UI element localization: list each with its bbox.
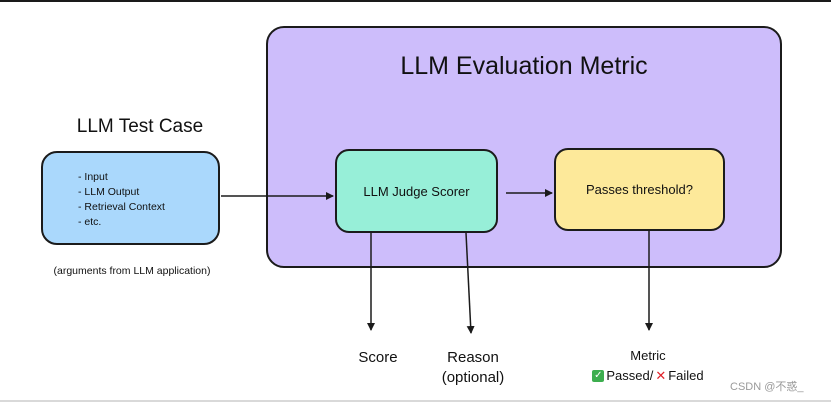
metric-title: LLM Evaluation Metric xyxy=(400,52,648,80)
reason-optional-label: (optional) xyxy=(441,369,505,386)
bottom-border-line xyxy=(0,400,831,402)
failed-label: Failed xyxy=(668,368,704,383)
threshold-box: Passes threshold? xyxy=(554,148,725,231)
judge-label: LLM Judge Scorer xyxy=(363,183,470,199)
threshold-label: Passes threshold? xyxy=(586,182,693,197)
arrow-judge-to-reason xyxy=(465,232,475,334)
test-case-item: - etc. xyxy=(78,216,102,228)
reason-label: Reason xyxy=(447,349,499,366)
check-mark-icon: ✓ xyxy=(592,370,605,382)
test-case-item: - Input xyxy=(78,171,108,183)
pass-fail-line: ✓ Passed / ✕ Failed xyxy=(592,367,704,385)
test-case-caption: (arguments from LLM application) xyxy=(53,265,211,277)
test-case-items: - Input - LLM Output - Retrieval Context… xyxy=(78,170,165,230)
llm-judge-scorer-box: LLM Judge Scorer xyxy=(335,149,498,233)
test-case-item: - Retrieval Context xyxy=(78,201,165,213)
test-case-box xyxy=(41,151,220,245)
separator-label: / xyxy=(649,368,654,383)
test-case-item: - LLM Output xyxy=(78,186,140,198)
score-output: Score xyxy=(358,349,398,366)
passed-label: Passed xyxy=(606,368,650,383)
top-border-line xyxy=(0,0,831,2)
cross-mark-icon: ✕ xyxy=(655,368,667,383)
metric-output-title: Metric xyxy=(630,348,666,363)
watermark-text: CSDN @不惑_ xyxy=(730,381,804,393)
reason-output: Reason (optional) xyxy=(430,348,516,388)
metric-output: Metric ✓ Passed / ✕ Failed xyxy=(578,347,718,385)
test-case-title: LLM Test Case xyxy=(76,116,204,137)
